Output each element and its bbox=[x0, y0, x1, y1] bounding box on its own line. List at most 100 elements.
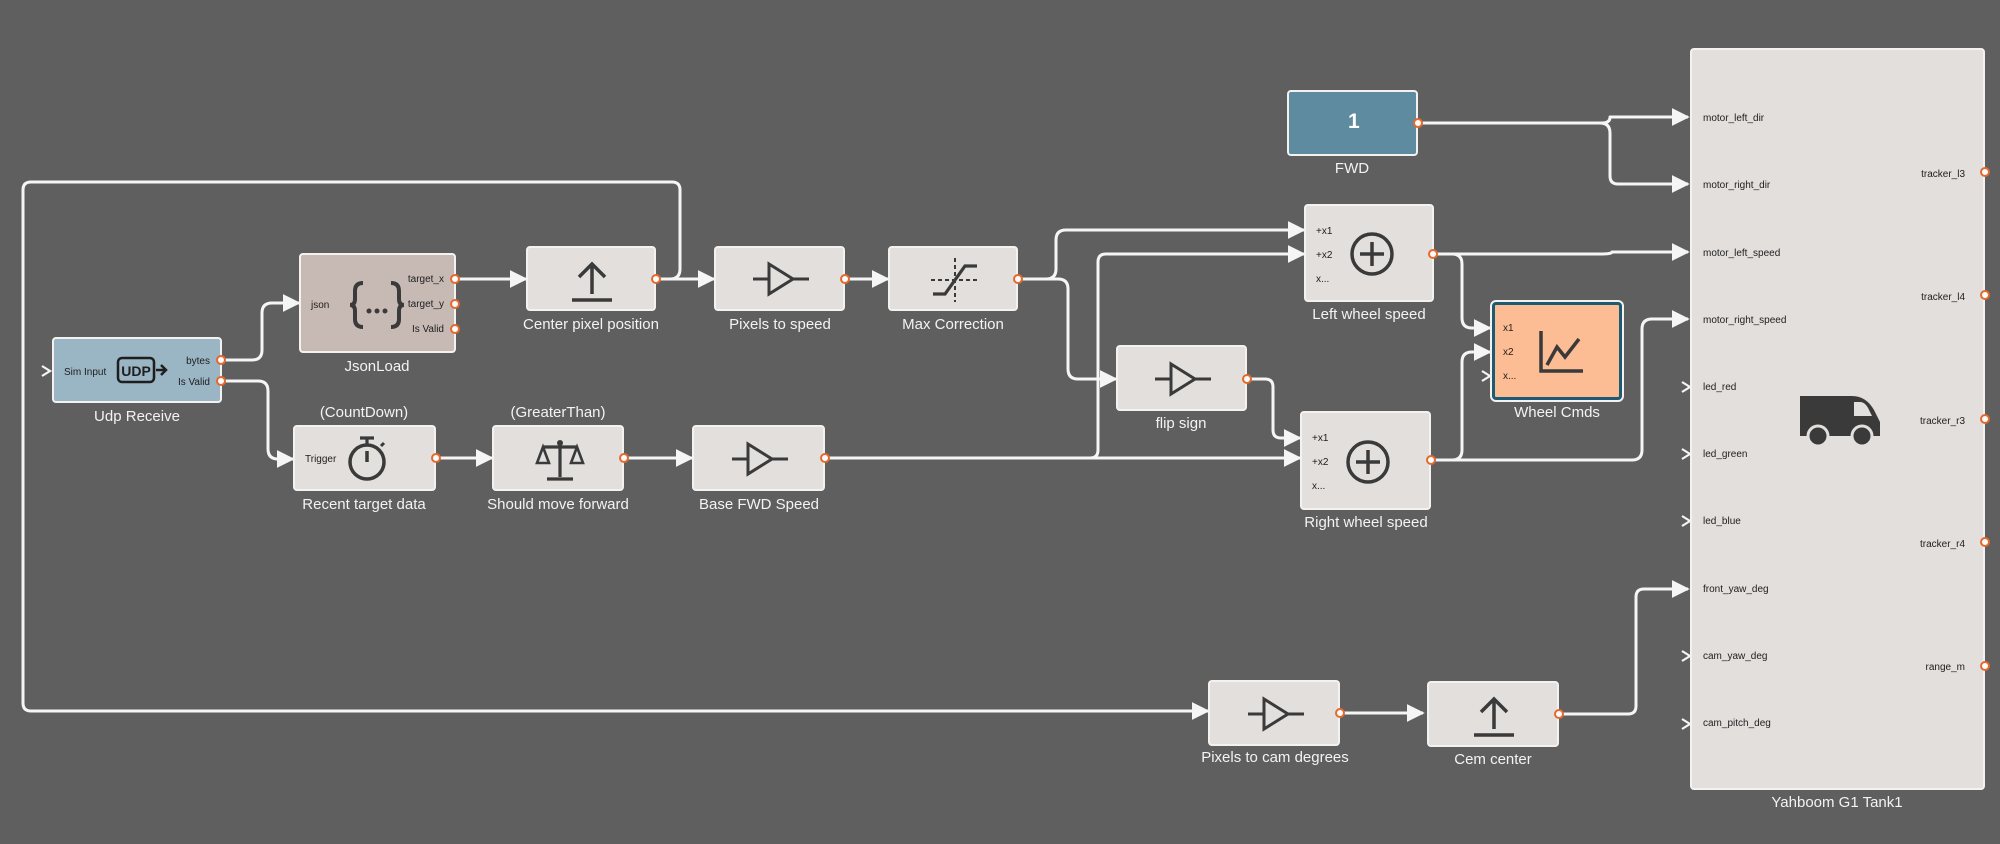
outport-udp-valid[interactable] bbox=[216, 376, 226, 386]
braces-icon bbox=[349, 281, 405, 329]
tank-input-led-green[interactable]: led_green bbox=[1703, 449, 1748, 460]
port-target-y[interactable]: target_y bbox=[407, 299, 444, 310]
outport-range-m[interactable] bbox=[1980, 661, 1990, 671]
port-left-x3[interactable]: x... bbox=[1316, 274, 1330, 285]
tank-input-motor-right-speed[interactable]: motor_right_speed bbox=[1703, 315, 1787, 326]
fwd-constant-block[interactable]: 1 bbox=[1287, 90, 1418, 156]
port-scope-x3[interactable]: x... bbox=[1503, 371, 1517, 382]
outport-center-pixel[interactable] bbox=[651, 274, 661, 284]
upload-arrow-icon bbox=[1474, 696, 1514, 737]
outport-tracker-r4[interactable] bbox=[1980, 537, 1990, 547]
tank-input-motor-left-speed[interactable]: motor_left_speed bbox=[1703, 248, 1781, 259]
outport-max-correction[interactable] bbox=[1013, 274, 1023, 284]
port-is-valid[interactable]: Is Valid bbox=[177, 377, 210, 388]
upload-arrow-icon bbox=[572, 261, 612, 302]
wire-base-left bbox=[1089, 245, 1306, 460]
open-input-led-green bbox=[1681, 448, 1693, 460]
port-trigger[interactable]: Trigger bbox=[305, 454, 337, 465]
greaterthan-block[interactable] bbox=[492, 425, 624, 491]
base-fwd-block[interactable] bbox=[692, 425, 825, 491]
left-wheel-speed-block[interactable]: +x1 +x2 x... bbox=[1304, 204, 1434, 302]
outport-tracker-l3[interactable] bbox=[1980, 167, 1990, 177]
wire-left-motor bbox=[1433, 243, 1690, 261]
tank-input-cam-yaw-deg[interactable]: cam_yaw_deg bbox=[1703, 651, 1768, 662]
countdown-label: Recent target data bbox=[302, 496, 426, 513]
port-right-x1[interactable]: +x1 bbox=[1312, 433, 1329, 444]
outport-right-wheel[interactable] bbox=[1426, 455, 1436, 465]
outport-tracker-l4[interactable] bbox=[1980, 290, 1990, 300]
outport-tracker-r3[interactable] bbox=[1980, 414, 1990, 424]
wire-center-loop bbox=[21, 180, 1210, 720]
center-pixel-label: Center pixel position bbox=[523, 316, 659, 333]
wire-cam-frontyaw bbox=[1559, 580, 1690, 716]
tank-input-front-yaw-deg[interactable]: front_yaw_deg bbox=[1703, 584, 1769, 595]
outport-json-target-x[interactable] bbox=[450, 274, 460, 284]
cam-center-label: Cem center bbox=[1454, 751, 1532, 768]
tank-block[interactable]: motor_left_dir motor_right_dir motor_lef… bbox=[1690, 48, 1985, 790]
port-left-x1[interactable]: +x1 bbox=[1316, 226, 1333, 237]
tank-output-tracker-r3[interactable]: tracker_r3 bbox=[1919, 416, 1965, 427]
center-pixel-block[interactable] bbox=[526, 246, 656, 311]
outport-left-wheel[interactable] bbox=[1428, 249, 1438, 259]
tank-input-motor-left-dir[interactable]: motor_left_dir bbox=[1703, 113, 1765, 124]
wire-right-scope bbox=[1431, 343, 1492, 462]
countdown-block[interactable]: Trigger bbox=[293, 425, 436, 491]
tank-input-motor-right-dir[interactable]: motor_right_dir bbox=[1703, 180, 1771, 191]
tank-output-tracker-l3[interactable]: tracker_l3 bbox=[1921, 169, 1965, 180]
port-json[interactable]: json bbox=[311, 300, 330, 311]
wire-left-scope bbox=[1433, 252, 1492, 337]
tank-input-cam-pitch-deg[interactable]: cam_pitch_deg bbox=[1703, 718, 1771, 729]
port-bytes[interactable]: bytes bbox=[186, 356, 210, 367]
port-scope-x2[interactable]: x2 bbox=[1503, 347, 1514, 358]
outport-fwd[interactable] bbox=[1413, 118, 1423, 128]
base-fwd-label: Base FWD Speed bbox=[698, 496, 820, 513]
tank-output-range-m[interactable]: range_m bbox=[1925, 662, 1965, 673]
outport-flip-sign[interactable] bbox=[1242, 374, 1252, 384]
port-right-x2[interactable]: +x2 bbox=[1312, 457, 1329, 468]
tank-input-led-blue[interactable]: led_blue bbox=[1703, 516, 1741, 527]
wheel-cmds-scope-block[interactable]: x1 x2 x... bbox=[1492, 302, 1622, 400]
jsonload-block[interactable]: json target_x target_y Is Valid bbox=[299, 253, 456, 353]
outport-json-target-y[interactable] bbox=[450, 299, 460, 309]
tank-output-tracker-r4[interactable]: tracker_r4 bbox=[1919, 539, 1965, 550]
cam-center-block[interactable] bbox=[1427, 681, 1559, 747]
tank-input-led-red[interactable]: led_red bbox=[1703, 382, 1737, 393]
open-input-cam-pitch bbox=[1681, 718, 1693, 730]
pixels-to-speed-block[interactable] bbox=[714, 246, 845, 311]
outport-pixels-to-cam[interactable] bbox=[1335, 708, 1345, 718]
fwd-constant-value: 1 bbox=[1348, 110, 1360, 133]
outport-greaterthan[interactable] bbox=[619, 453, 629, 463]
right-wheel-speed-block[interactable]: +x1 +x2 x... bbox=[1300, 411, 1431, 510]
gain-triangle-icon bbox=[753, 261, 809, 297]
port-scope-x1[interactable]: x1 bbox=[1503, 323, 1514, 334]
port-left-x2[interactable]: +x2 bbox=[1316, 250, 1333, 261]
outport-json-valid[interactable] bbox=[450, 324, 460, 334]
wire-right-motor bbox=[1431, 310, 1690, 462]
wire-bytes-json bbox=[222, 294, 301, 362]
port-target-x[interactable]: target_x bbox=[407, 274, 444, 285]
wire-flip-right bbox=[1247, 377, 1302, 447]
udp-receive-block[interactable]: Sim Input UDP bytes Is Valid bbox=[52, 337, 222, 403]
max-correction-block[interactable] bbox=[888, 246, 1018, 311]
outport-pixels-to-speed[interactable] bbox=[840, 274, 850, 284]
open-input-led-blue bbox=[1681, 515, 1693, 527]
svg-text:UDP: UDP bbox=[121, 363, 151, 379]
outport-base-fwd[interactable] bbox=[820, 453, 830, 463]
outport-cam-center[interactable] bbox=[1554, 709, 1564, 719]
port-json-valid[interactable]: Is Valid bbox=[411, 324, 444, 335]
tank-output-tracker-l4[interactable]: tracker_l4 bbox=[1921, 292, 1965, 303]
wire-maxcorr-flip bbox=[1018, 277, 1118, 388]
saturation-icon bbox=[931, 258, 979, 302]
flip-sign-block[interactable] bbox=[1116, 345, 1247, 411]
port-sim-input[interactable]: Sim Input bbox=[64, 367, 107, 378]
wire-fwd-rightdir bbox=[1599, 121, 1690, 193]
fwd-label: FWD bbox=[1334, 160, 1370, 177]
outport-udp-bytes[interactable] bbox=[216, 355, 226, 365]
pixels-to-cam-block[interactable] bbox=[1208, 680, 1340, 746]
gain-triangle-icon bbox=[732, 441, 788, 477]
port-right-x3[interactable]: x... bbox=[1312, 481, 1326, 492]
pixels-to-cam-label: Pixels to cam degrees bbox=[1201, 749, 1349, 766]
outport-countdown[interactable] bbox=[431, 453, 441, 463]
pixels-to-speed-label: Pixels to speed bbox=[729, 316, 831, 333]
